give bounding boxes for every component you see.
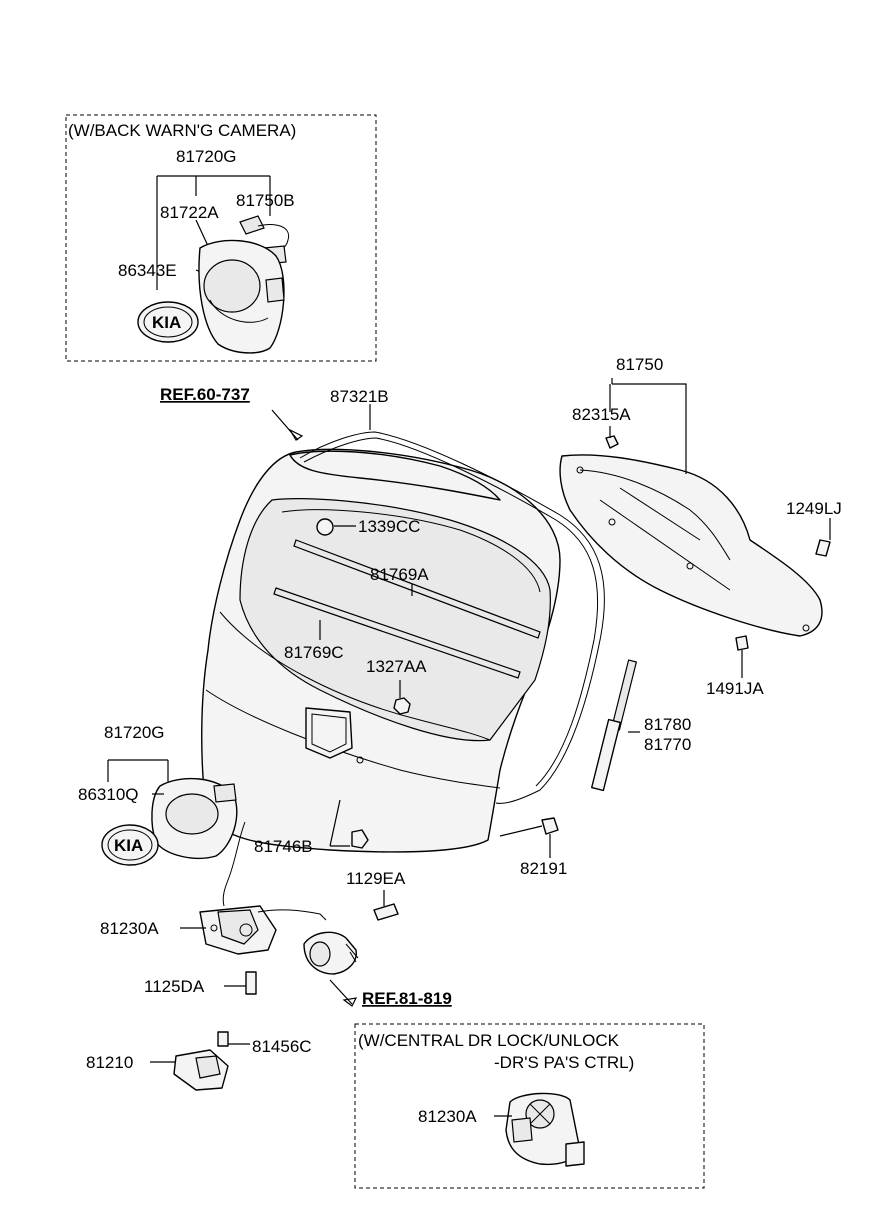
label-81780: 81780 [644, 715, 691, 734]
central-lock-title-line2: -DR'S PA'S CTRL) [494, 1053, 634, 1072]
label-82191: 82191 [520, 859, 567, 878]
tailgate-latch [199, 821, 327, 955]
central-lock-option-box [354, 1023, 705, 1189]
trim-panel-81750 [559, 454, 823, 637]
label-1339CC: 1339CC [358, 517, 420, 536]
bolt-1129EA [373, 903, 399, 921]
arrow-ref-81-819 [342, 997, 358, 1007]
central-lock-title-line1: (W/CENTRAL DR LOCK/UNLOCK [358, 1031, 620, 1050]
gas-lifter [591, 659, 638, 792]
label-81720G-mid: 81720G [104, 723, 165, 742]
arrow-ref-60-737 [288, 428, 304, 441]
label-87321B: 87321B [330, 387, 389, 406]
label-81750: 81750 [616, 355, 663, 374]
label-81769A: 81769A [370, 565, 429, 584]
leader-82191 [499, 825, 551, 858]
screw-1249LJ [815, 539, 831, 557]
ref-60-737[interactable]: REF.60-737 [160, 385, 250, 404]
lock-cylinder [303, 931, 359, 975]
ref-81-819[interactable]: REF.81-819 [362, 989, 452, 1008]
label-1491JA: 1491JA [706, 679, 764, 698]
leader-81746B [329, 799, 350, 847]
stay-81769A [293, 539, 541, 639]
camera-option-box [65, 114, 377, 362]
label-1327AA: 1327AA [366, 657, 427, 676]
tailgate-panel [201, 448, 561, 853]
label-81230A-box: 81230A [418, 1107, 477, 1126]
switch-81210 [173, 1031, 229, 1091]
label-81456C: 81456C [252, 1037, 312, 1056]
label-81746B: 81746B [254, 837, 313, 856]
bumper-81746B [351, 829, 369, 849]
stay-81769C [273, 587, 521, 679]
label-81210: 81210 [86, 1053, 133, 1072]
emblem-text-bottom: KIA [114, 836, 143, 855]
weatherstrip-inner [303, 437, 599, 787]
camera-garnish-assembly: KIA [137, 175, 290, 354]
leader-ref-81-819 [329, 979, 353, 1005]
tailgate-garnish-assembly: KIA [101, 759, 238, 866]
label-1125DA: 1125DA [144, 977, 205, 996]
clip-82315A [605, 435, 619, 449]
label-81722A: 81722A [160, 203, 219, 222]
nut-82191 [541, 817, 559, 835]
leader-ref-60-737 [271, 409, 299, 441]
emblem-text-top: KIA [152, 313, 181, 332]
label-1129EA: 1129EA [346, 869, 406, 888]
nut-1327AA [393, 697, 411, 715]
label-1249LJ: 1249LJ [786, 499, 842, 518]
label-81770: 81770 [644, 735, 691, 754]
weatherstrip [299, 431, 605, 804]
leader-81750 [609, 378, 687, 474]
label-86310Q: 86310Q [78, 785, 139, 804]
door-lock-actuator [505, 1092, 585, 1167]
camera-box-title: (W/BACK WARN'G CAMERA) [68, 121, 296, 140]
grommet-1339CC [316, 518, 334, 536]
clip-1491JA [735, 635, 749, 651]
bolt-1125DA [245, 971, 257, 995]
label-81230A-main: 81230A [100, 919, 159, 938]
label-86343E: 86343E [118, 261, 177, 280]
label-81720G-top: 81720G [176, 147, 237, 166]
label-82315A: 82315A [572, 405, 631, 424]
label-81750B: 81750B [236, 191, 295, 210]
label-81769C: 81769C [284, 643, 344, 662]
